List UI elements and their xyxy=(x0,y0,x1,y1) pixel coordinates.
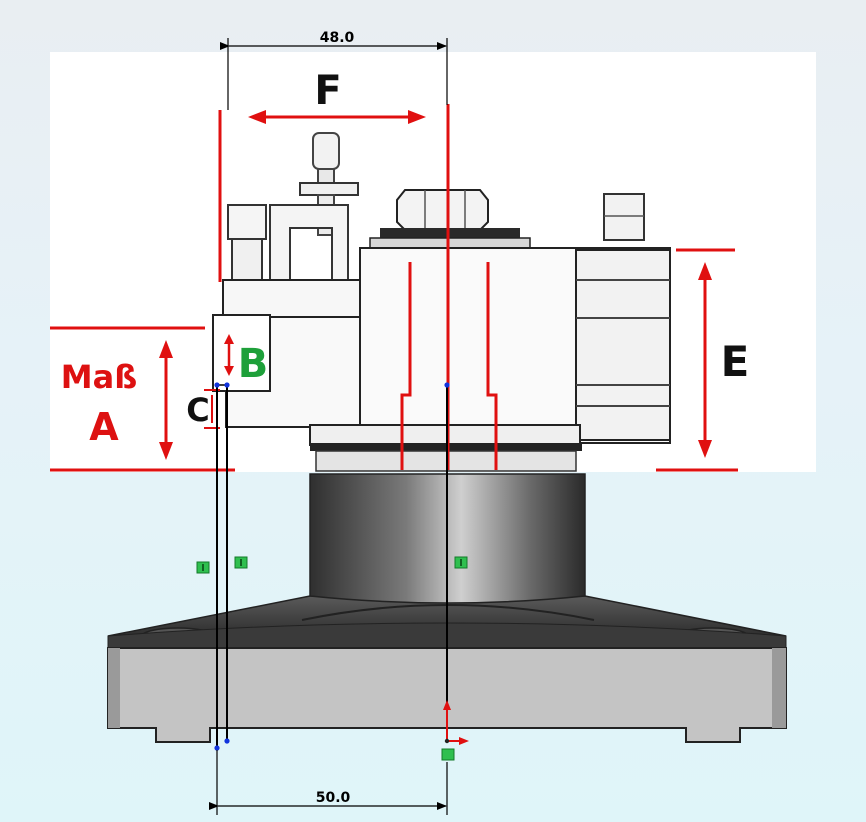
dimension-top[interactable] xyxy=(220,38,448,110)
origin-icon[interactable] xyxy=(441,700,469,761)
label-b: B xyxy=(238,341,269,387)
sketch-lines[interactable] xyxy=(216,384,448,748)
sketch-points[interactable] xyxy=(214,382,450,751)
label-f: F xyxy=(314,68,341,114)
vertical-constraint-icon[interactable] xyxy=(196,561,210,574)
vertical-constraint-icon[interactable] xyxy=(454,556,468,569)
dimension-bottom-value[interactable]: 50.0 xyxy=(316,790,351,806)
dimension-top-value[interactable]: 48.0 xyxy=(320,30,355,46)
vertical-constraint-icon[interactable] xyxy=(234,556,248,569)
label-mass: Maß xyxy=(61,358,137,396)
toolpost-image xyxy=(50,52,816,472)
dimension-bottom[interactable] xyxy=(209,750,448,815)
label-e: E xyxy=(721,337,750,386)
label-a: A xyxy=(89,405,119,449)
label-c: C xyxy=(186,391,209,429)
